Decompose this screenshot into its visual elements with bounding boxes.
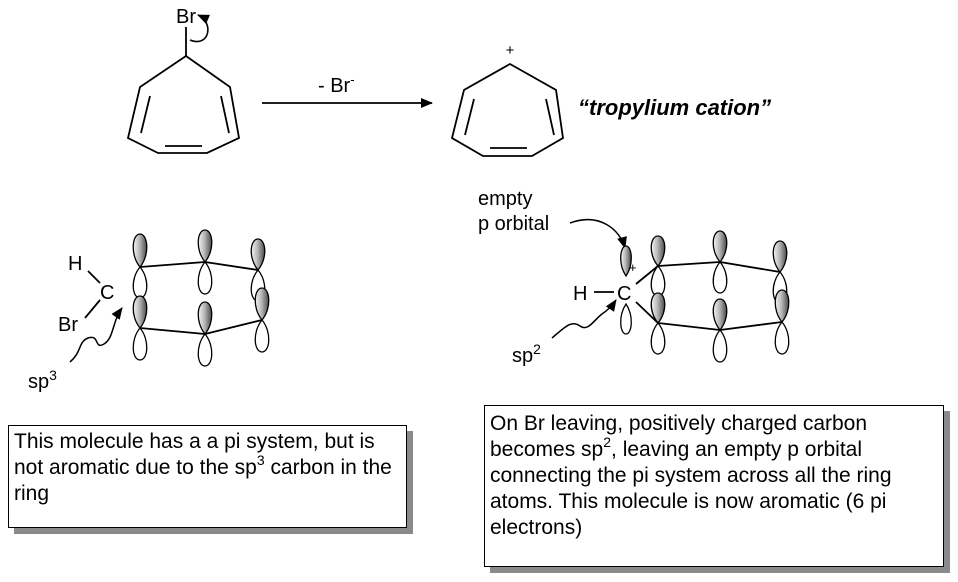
p-orbital-lobe bbox=[772, 240, 788, 274]
p-orbital-lobe bbox=[197, 260, 213, 295]
product-charge: + bbox=[506, 42, 515, 59]
product-tropylium-ring bbox=[450, 62, 564, 157]
note-right-text-1: On Br leaving, positively charged carbon… bbox=[490, 412, 868, 461]
right-h-label: H bbox=[573, 283, 587, 305]
p-orbital-lobe bbox=[254, 318, 270, 353]
product-name-label: “tropylium cation” bbox=[578, 95, 771, 120]
note-right-text-2: , leaving an empty p orbital connecting … bbox=[490, 438, 892, 539]
p-orbital-lobe bbox=[132, 295, 148, 330]
right-sp2-pointer-arrow bbox=[551, 299, 617, 339]
p-orbital-lobe bbox=[132, 233, 148, 269]
p-orbital-lobe bbox=[197, 301, 213, 336]
p-orbital-lobe bbox=[650, 235, 666, 268]
right-charge: + bbox=[629, 260, 637, 275]
p-orbital-lobe bbox=[254, 287, 270, 322]
left-c-label: C bbox=[100, 282, 114, 304]
p-orbital-lobe bbox=[774, 320, 790, 355]
reaction-arrow-label: - Br- bbox=[318, 72, 355, 97]
empty-orbital-pointer-arrow bbox=[569, 218, 627, 249]
left-p-orbitals bbox=[132, 229, 270, 367]
empty-p-orbital-lobe bbox=[620, 302, 632, 335]
leaving-group-curved-arrow bbox=[189, 14, 211, 43]
p-orbital-lobe bbox=[650, 321, 666, 355]
p-orbital-lobe bbox=[774, 289, 790, 324]
note-box-not-aromatic: This molecule has a a pi system, but is … bbox=[8, 425, 407, 528]
p-orbital-lobe bbox=[197, 332, 213, 367]
right-p-orbitals bbox=[620, 230, 790, 363]
p-orbital-lobe bbox=[132, 265, 148, 299]
left-hybrid-label: sp3 bbox=[28, 367, 57, 393]
note-right-sup: 2 bbox=[603, 434, 612, 450]
p-orbital-lobe bbox=[197, 229, 213, 264]
empty-p-orbital-lobe bbox=[620, 245, 632, 278]
note-left-text-2: carbon in the ring bbox=[14, 456, 392, 505]
left-sp3-pointer-arrow bbox=[69, 307, 123, 363]
note-box-aromatic: On Br leaving, positively charged carbon… bbox=[484, 405, 944, 567]
right-hybrid-sup: 2 bbox=[533, 341, 541, 357]
p-orbital-lobe bbox=[712, 328, 728, 363]
right-hybrid-label: sp2 bbox=[512, 341, 541, 367]
p-orbital-lobe bbox=[712, 298, 728, 332]
note-left-sup: 3 bbox=[256, 452, 265, 468]
p-orbital-lobe bbox=[712, 230, 728, 264]
empty-orbital-label-line2: p orbital bbox=[478, 213, 549, 235]
empty-orbital-label-line1: empty bbox=[478, 188, 532, 210]
p-orbital-lobe bbox=[132, 326, 148, 361]
reaction-arrow-label-sup: - bbox=[350, 72, 354, 87]
reactant-cycloheptatriene bbox=[126, 27, 241, 154]
left-h-label: H bbox=[68, 253, 82, 275]
left-hybrid-sup: 3 bbox=[49, 367, 57, 383]
note-left-text-1: This molecule has a a pi system, but is … bbox=[14, 430, 375, 479]
reactant-br-label: Br bbox=[176, 6, 196, 28]
right-c-label: C bbox=[617, 283, 631, 305]
p-orbital-lobe bbox=[250, 238, 266, 272]
left-br-label: Br bbox=[58, 314, 78, 336]
p-orbital-lobe bbox=[712, 260, 728, 294]
p-orbital-lobe bbox=[650, 292, 666, 325]
